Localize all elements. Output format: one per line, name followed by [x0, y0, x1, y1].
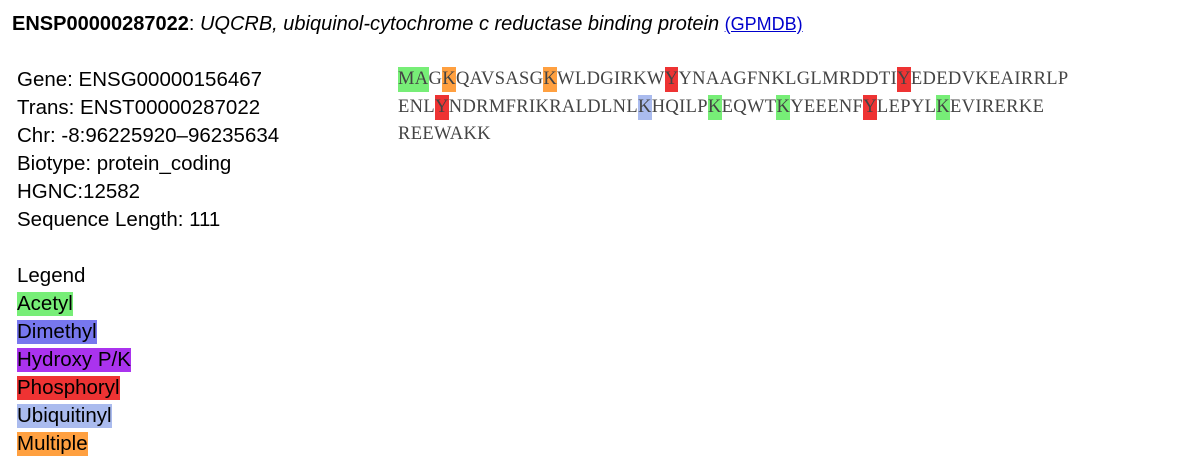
legend-item-multiple: Multiple: [17, 430, 131, 458]
legend-label: Multiple: [17, 432, 88, 456]
sequence-segment: YEEENF: [790, 96, 864, 117]
sequence-segment: WLDGIRKW: [557, 69, 665, 89]
modified-residue-multiple: K: [442, 67, 456, 92]
modified-residue-phosphoryl: Y: [897, 67, 911, 92]
modified-residue-acetyl: K: [936, 94, 950, 120]
legend-label: Ubiquitinyl: [17, 404, 112, 428]
sequence-length: Sequence Length: 111: [17, 208, 221, 231]
page-title: ENSP00000287022: UQCRB, ubiquinol-cytoch…: [12, 11, 803, 37]
modified-residue-acetyl: MA: [398, 67, 429, 92]
sequence-segment: QAVSASG: [455, 69, 544, 89]
modified-residue-acetyl: K: [707, 94, 722, 120]
gpmdb-link[interactable]: (GPMDB): [724, 14, 803, 34]
biotype: Biotype: protein_coding: [17, 152, 232, 175]
legend: Legend Acetyl Dimethyl Hydroxy P/K Phosp…: [17, 262, 131, 458]
sequence-line: REEWAKK: [398, 121, 1069, 149]
sequence-segment: REEWAKK: [398, 124, 491, 144]
legend-label: Phosphoryl: [17, 376, 120, 400]
sequence-segment: YNAAGFNKLGLMRDDTI: [678, 69, 898, 89]
modified-residue-ubiquitinyl: K: [637, 94, 652, 120]
protein-description: UQCRB, ubiquinol-cytochrome c reductase …: [199, 13, 720, 35]
legend-item-dimethyl: Dimethyl: [17, 318, 131, 346]
protein-accession: ENSP00000287022: [12, 13, 189, 35]
sequence-line: MAGKQAVSASGKWLDGIRKWYYNAAGFNKLGLMRDDTIYE…: [398, 66, 1069, 94]
sequence-segment: G: [428, 69, 443, 89]
protein-info: Gene: ENSG00000156467 Trans: ENST0000028…: [17, 66, 279, 234]
modified-residue-acetyl: K: [776, 94, 791, 120]
sequence-segment: LEPYL: [876, 96, 937, 117]
legend-item-hydroxy: Hydroxy P/K: [17, 346, 131, 374]
hgnc-id: HGNC:12582: [17, 180, 141, 203]
sequence-segment: EQWT: [721, 96, 777, 117]
sequence-segment: NDRMFRIKRALDLNL: [448, 96, 638, 117]
legend-label: Acetyl: [17, 292, 73, 316]
transcript-id: Trans: ENST00000287022: [17, 96, 261, 119]
legend-item-phosphoryl: Phosphoryl: [17, 374, 131, 402]
legend-item-ubiquitinyl: Ubiquitinyl: [17, 402, 131, 430]
sequence-segment: HQILP: [651, 96, 708, 117]
legend-label: Dimethyl: [17, 320, 97, 344]
sequence-line: ENLYNDRMFRIKRALDLNLKHQILPKEQWTKYEEENFYLE…: [398, 94, 1069, 122]
sequence-segment: EVIRERKE: [949, 96, 1045, 117]
modified-residue-phosphoryl: Y: [863, 94, 877, 120]
chromosome-location: Chr: -8:96225920–96235634: [17, 124, 280, 147]
modified-residue-multiple: K: [543, 67, 558, 92]
title-separator: :: [188, 13, 200, 35]
legend-title: Legend: [17, 264, 86, 287]
modified-residue-phosphoryl: Y: [435, 94, 449, 120]
modified-residue-phosphoryl: Y: [664, 67, 679, 92]
sequence-segment: EDEDVKEAIRRLP: [910, 69, 1069, 89]
sequence-segment: ENL: [398, 96, 436, 117]
gene-id: Gene: ENSG00000156467: [17, 68, 263, 91]
legend-item-acetyl: Acetyl: [17, 290, 131, 318]
legend-label: Hydroxy P/K: [17, 348, 131, 372]
protein-sequence: MAGKQAVSASGKWLDGIRKWYYNAAGFNKLGLMRDDTIYE…: [398, 66, 1069, 149]
